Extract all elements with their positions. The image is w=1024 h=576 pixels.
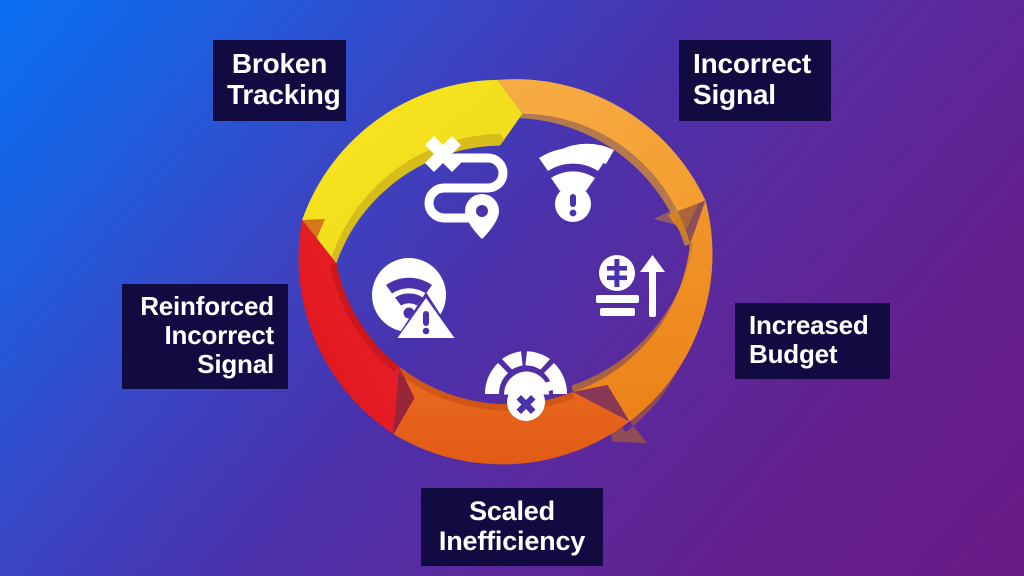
label-broken-tracking: Broken Tracking <box>213 40 346 121</box>
wifi-warning-icon <box>372 258 458 342</box>
wifi-alert-icon <box>539 143 614 222</box>
segment-scaled-inefficiency <box>383 366 630 465</box>
label-incorrect-signal: Incorrect Signal <box>679 40 831 121</box>
gauge-error-icon <box>484 351 568 421</box>
segment-reinforced-incorrect-signal <box>298 219 415 434</box>
segment-increased-budget <box>571 200 713 443</box>
label-scaled-inefficiency: Scaled Inefficiency <box>421 488 603 567</box>
label-increased-budget: Increased Budget <box>735 303 890 380</box>
label-reinforced-incorrect-signal: Reinforced Incorrect Signal <box>122 284 288 390</box>
route-broken-icon <box>424 136 508 239</box>
budget-increase-icon <box>596 255 665 317</box>
segment-broken-tracking <box>302 79 523 264</box>
